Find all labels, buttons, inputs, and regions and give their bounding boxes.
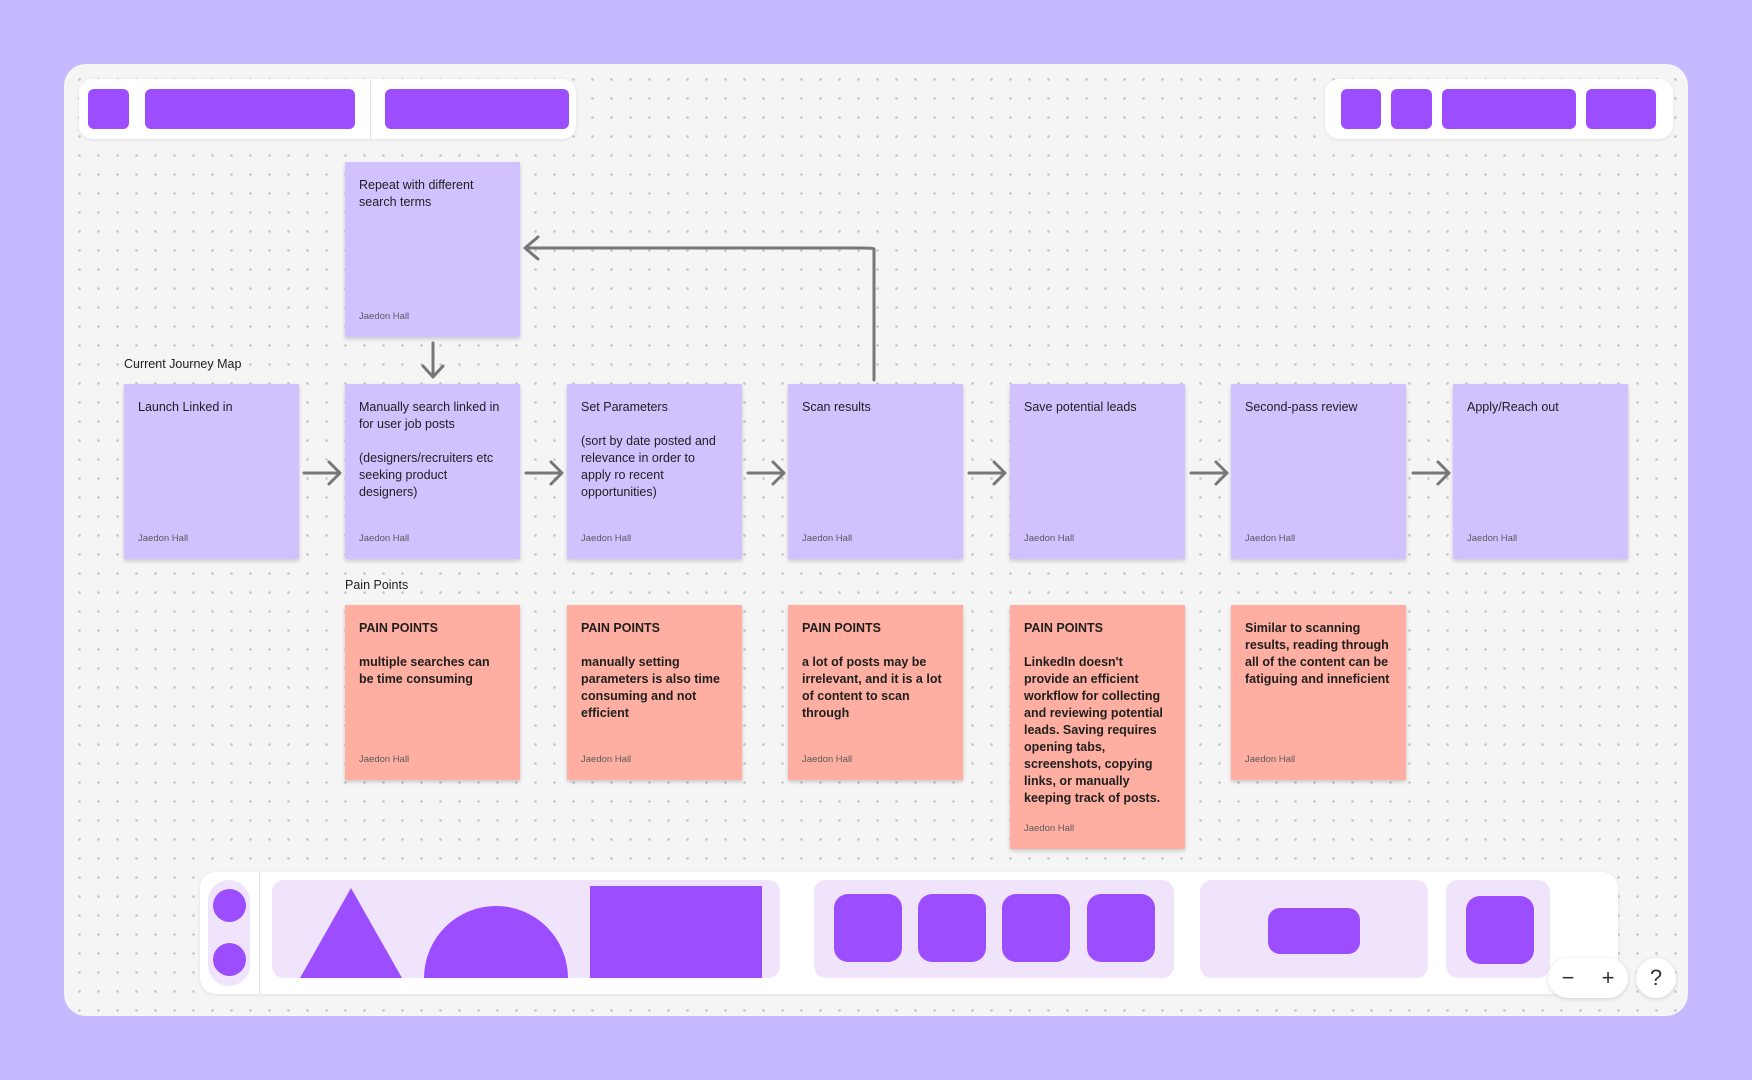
arrow-1 [302,460,342,486]
sticky-note-journey-1[interactable]: Launch Linked in Jaedon Hall [124,384,299,559]
sticky-author: Jaedon Hall [138,533,189,544]
sticky-text: Save potential leads [1024,400,1137,414]
sticky-note-journey-5[interactable]: Save potential leads Jaedon Hall [1010,384,1185,559]
sticky-note-pain-4[interactable]: PAIN POINTS LinkedIn doesn't provide an … [1010,605,1185,849]
sticky-text: Apply/Reach out [1467,400,1559,414]
sticky-note-journey-4[interactable]: Scan results Jaedon Hall [788,384,963,559]
loop-connector [524,246,876,382]
tray-divider [259,872,260,994]
arrow-4 [967,460,1007,486]
color-swatch-2[interactable] [213,943,246,976]
board-action-button[interactable] [385,89,569,129]
sticky-text: Similar to scanning results, reading thr… [1245,621,1390,686]
arrow-6 [1411,460,1451,486]
whiteboard-canvas[interactable]: Repeat with different search terms Jaedo… [64,64,1688,1016]
share-button[interactable] [1442,89,1576,129]
sticky-note-tool-3[interactable] [1002,894,1070,962]
sticky-author: Jaedon Hall [581,754,632,765]
sticky-text: PAIN POINTS multiple searches can be tim… [359,621,490,686]
stamp-tool[interactable] [1466,896,1534,964]
board-title-button[interactable] [145,89,355,129]
toolbar-icon-button-2[interactable] [1391,89,1432,129]
menu-button[interactable] [88,89,129,129]
sticky-author: Jaedon Hall [802,533,853,544]
sticky-note-journey-2[interactable]: Manually search linked in for user job p… [345,384,520,559]
top-right-toolbar [1325,79,1673,139]
journey-map-label: Current Journey Map [124,357,242,371]
sticky-note-tool-4[interactable] [1087,894,1155,962]
connector-layer [302,235,1451,486]
sticky-author: Jaedon Hall [359,754,410,765]
sticky-note-pain-2[interactable]: PAIN POINTS manually setting parameters … [567,605,742,780]
stamp-group [1446,880,1550,978]
sticky-notes-group [814,880,1174,978]
text-group [1200,880,1428,978]
minus-icon[interactable]: − [1561,965,1575,990]
sticky-text: PAIN POINTS manually setting parameters … [581,621,720,720]
arrow-3 [746,460,786,486]
sticky-note-pain-1[interactable]: PAIN POINTS multiple searches can be tim… [345,605,520,780]
bottom-tools-tray [200,872,1618,994]
toolbar-icon-button-1[interactable] [1341,89,1381,129]
sticky-author: Jaedon Hall [1245,754,1296,765]
sticky-note-pain-5[interactable]: Similar to scanning results, reading thr… [1231,605,1406,780]
sticky-note-tool-2[interactable] [918,894,986,962]
arrow-2 [524,460,564,486]
sticky-text: Set Parameters (sort by date posted and … [581,400,716,499]
sticky-author: Jaedon Hall [359,533,410,544]
zoom-controls: − + [1548,958,1628,998]
triangle-shape-tool[interactable] [300,888,402,978]
sticky-author: Jaedon Hall [1245,533,1296,544]
sticky-text: Scan results [802,400,871,414]
question-mark-icon: ? [1649,965,1663,990]
pain-points-label: Pain Points [345,578,409,592]
sticky-note-journey-6[interactable]: Second-pass review Jaedon Hall [1231,384,1406,559]
sticky-note-journey-3[interactable]: Set Parameters (sort by date posted and … [567,384,742,559]
sticky-text: Launch Linked in [138,400,233,414]
color-picker-group [208,880,250,986]
sticky-note-tool-1[interactable] [834,894,902,962]
sticky-text: Manually search linked in for user job p… [359,400,500,499]
loop-arrowhead [523,235,540,261]
sticky-text: PAIN POINTS LinkedIn doesn't provide an … [1024,621,1163,805]
toolbar-divider [370,79,371,139]
present-button[interactable] [1586,89,1656,129]
sticky-note-journey-7[interactable]: Apply/Reach out Jaedon Hall [1453,384,1628,559]
rectangle-shape-tool[interactable] [590,886,762,978]
sticky-author: Jaedon Hall [802,754,853,765]
top-left-toolbar [79,79,576,139]
sticky-text: Repeat with different search terms [359,178,474,209]
sticky-author: Jaedon Hall [1024,823,1075,834]
shapes-group [272,880,780,978]
help-button[interactable]: ? [1636,958,1676,998]
sticky-text: Second-pass review [1245,400,1358,414]
sticky-note-pain-3[interactable]: PAIN POINTS a lot of posts may be irrele… [788,605,963,780]
sticky-note-loop[interactable]: Repeat with different search terms Jaedo… [345,162,520,337]
arrow-5 [1189,460,1229,486]
color-swatch-1[interactable] [213,889,246,922]
sticky-author: Jaedon Hall [359,311,410,322]
sticky-author: Jaedon Hall [581,533,632,544]
down-arrowhead [421,364,445,379]
sticky-text: PAIN POINTS a lot of posts may be irrele… [802,621,942,720]
plus-icon[interactable]: + [1601,965,1615,990]
text-tool[interactable] [1268,908,1360,954]
sticky-author: Jaedon Hall [1024,533,1075,544]
sticky-author: Jaedon Hall [1467,533,1518,544]
half-circle-shape-tool[interactable] [424,906,568,978]
